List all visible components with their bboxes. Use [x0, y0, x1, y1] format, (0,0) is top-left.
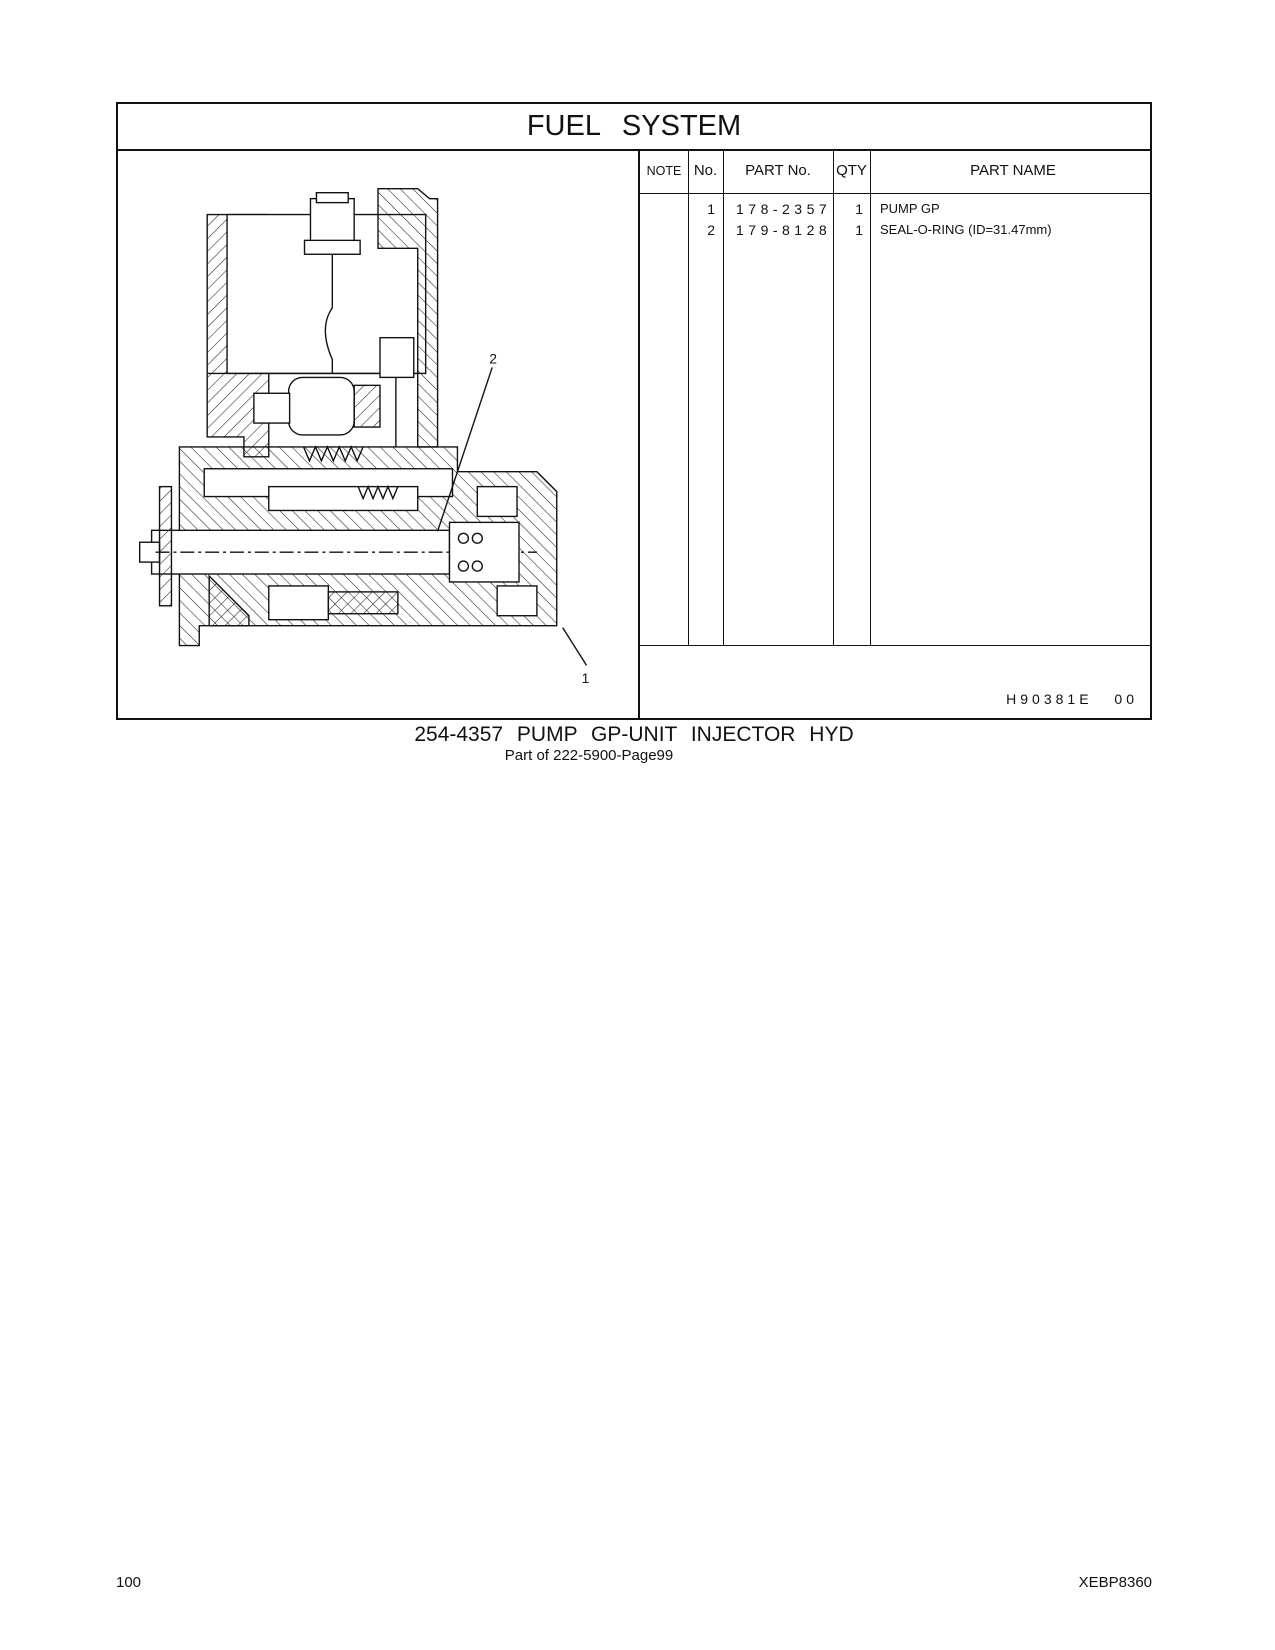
row-2-qty: 1 [855, 222, 863, 238]
section-title: FUEL SYSTEM [118, 104, 1150, 151]
caption-title: 254-4357 PUMP GP-UNIT INJECTOR HYD [414, 723, 854, 746]
illustration-code: H90381E 00 [1006, 691, 1138, 707]
caption-subtitle: Part of 222-5900-Page99 [504, 747, 674, 764]
row-1-part-name: PUMP GP [880, 201, 940, 216]
pump-illustration: 2 1 [118, 149, 638, 718]
row-1-qty: 1 [855, 201, 863, 217]
header-qty: QTY [836, 162, 867, 179]
header-note: NOTE [646, 164, 682, 178]
row-1-no: 1 [707, 201, 715, 217]
row-2-no: 2 [707, 222, 715, 238]
header-no: No. [693, 162, 718, 179]
callout-1: 1 [582, 670, 590, 686]
document-id: XEBP8360 [1078, 1574, 1152, 1591]
parts-frame: FUEL SYSTEM [116, 102, 1152, 720]
page-number: 100 [116, 1574, 142, 1591]
parts-table: NOTE No. PART No. QTY PART NAME 1 178-23… [638, 149, 1150, 718]
header-part-name: PART NAME [970, 162, 1056, 179]
figure-caption: 254-4357 PUMP GP-UNIT INJECTOR HYD Part … [116, 723, 1152, 764]
row-2-part-name: SEAL-O-RING (ID=31.47mm) [880, 222, 1052, 237]
header-part-no: PART No. [745, 162, 811, 179]
row-2-part-no: 179-8128 [736, 222, 832, 238]
callout-2: 2 [489, 350, 497, 366]
row-1-part-no: 178-2357 [736, 201, 832, 217]
